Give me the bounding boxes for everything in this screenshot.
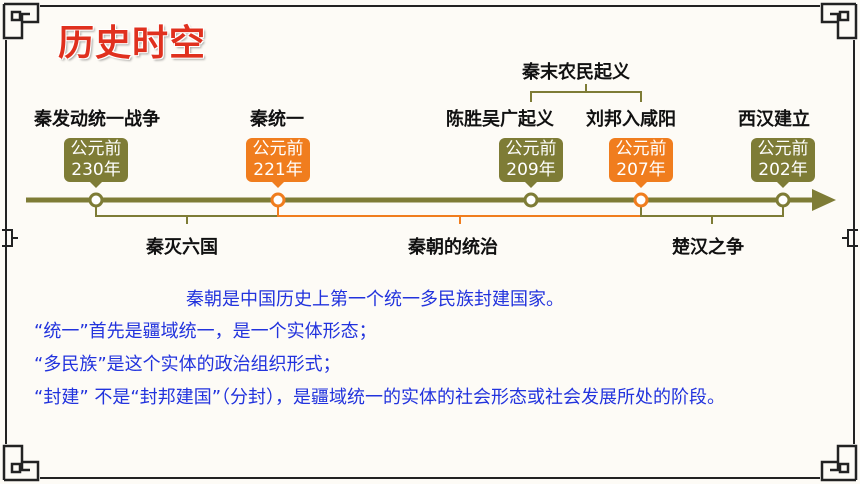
period-label-chu-han: 楚汉之争 xyxy=(672,237,744,258)
body-line-4: “封建” 不是“封邦建国”（分封），是疆域统一的实体的社会形态或社会发展所处的阶… xyxy=(34,387,726,408)
corner-ornament-bottom-left xyxy=(2,444,40,482)
corner-ornament-top-left xyxy=(2,2,40,40)
bracket-uprising xyxy=(530,84,642,102)
marker-221bc xyxy=(270,192,286,208)
body-line-3: “多民族”是这个实体的政治组织形式； xyxy=(34,354,341,375)
event-label-221bc: 秦统一 xyxy=(250,109,304,130)
event-label-207bc: 刘邦入咸阳 xyxy=(586,109,676,130)
marker-209bc xyxy=(523,192,539,208)
event-label-209bc: 陈胜吴广起义 xyxy=(446,109,554,130)
corner-ornament-bottom-right xyxy=(820,444,858,482)
event-label-230bc: 秦发动统一战争 xyxy=(34,109,160,130)
timeline-arrow-head xyxy=(812,189,836,211)
bracket-qin-rule xyxy=(277,207,642,224)
body-line-2: “统一”首先是疆域统一，是一个实体形态； xyxy=(34,321,377,342)
marker-230bc xyxy=(88,192,104,208)
marker-202bc xyxy=(775,192,791,208)
group-label-uprising: 秦末农民起义 xyxy=(522,62,630,83)
bracket-qin-conquest xyxy=(95,207,279,224)
bracket-chu-han xyxy=(640,207,784,224)
body-line-1: 秦朝是中国历史上第一个统一多民族封建国家。 xyxy=(186,289,564,310)
marker-207bc xyxy=(633,192,649,208)
event-label-202bc: 西汉建立 xyxy=(738,109,810,130)
period-label-qin-rule: 秦朝的统治 xyxy=(408,237,498,258)
slide-title: 历史时空 xyxy=(58,23,207,64)
corner-ornament-top-right xyxy=(820,2,858,40)
period-label-qin-conquest: 秦灭六国 xyxy=(146,237,218,258)
